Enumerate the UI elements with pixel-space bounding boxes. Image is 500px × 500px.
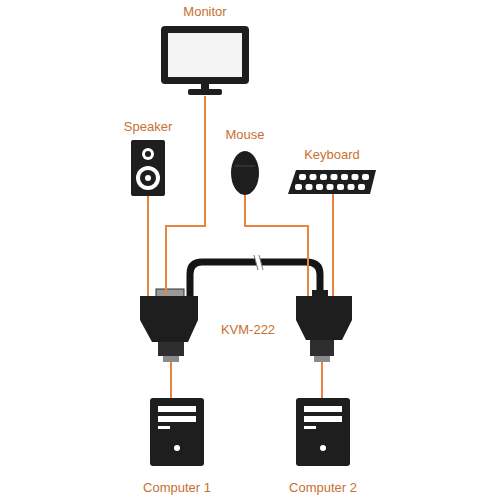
device-node: Computer 1: [150, 398, 204, 466]
vga-connector: [156, 289, 184, 297]
cable-break: [254, 255, 263, 270]
keyboard-icon: [288, 170, 376, 194]
cable-line: [321, 362, 323, 398]
cable-line: [245, 195, 308, 296]
device-label: Speaker: [124, 119, 172, 135]
keyboard-body: [288, 170, 376, 194]
power-button: [320, 445, 326, 451]
key: [358, 184, 365, 190]
speaker-icon: [131, 140, 165, 196]
key: [299, 174, 306, 180]
key: [320, 174, 327, 180]
key: [306, 184, 313, 190]
tower-case: [150, 398, 204, 466]
device-node: Mouse: [231, 151, 259, 195]
label-group: Monitor: [183, 4, 226, 20]
device-label: Computer 2: [289, 480, 357, 496]
mouse-body: [231, 151, 259, 195]
key: [310, 174, 317, 180]
break-mark: [259, 255, 263, 270]
computer-tower-icon: [150, 398, 204, 466]
kvm-cable: [190, 262, 320, 296]
device-node: Computer 2: [296, 398, 350, 466]
kvm-cable-assembly: [140, 255, 352, 362]
left-adapter-plug: [158, 342, 184, 356]
left-adapter-body: [140, 296, 198, 342]
drive-bay: [304, 406, 342, 412]
tweeter-cone: [145, 151, 151, 157]
label-group: KVM-222: [221, 322, 275, 338]
key: [337, 184, 344, 190]
tower-case: [296, 398, 350, 466]
mouse-icon: [231, 151, 259, 195]
monitor-base: [188, 89, 222, 95]
cable-line: [170, 362, 172, 398]
device-node: KVM-222: [138, 296, 354, 362]
key: [362, 174, 369, 180]
tweeter-ring: [142, 148, 154, 160]
drive-bay: [158, 416, 196, 422]
key: [352, 174, 359, 180]
keyboard-keys: [295, 174, 369, 190]
device-label: Mouse: [225, 127, 264, 143]
monitor-icon: [161, 26, 249, 95]
label-group: Speaker: [124, 119, 172, 135]
label-group: Computer 2: [289, 480, 357, 496]
label-group: Keyboard: [304, 147, 360, 163]
drive-bay: [158, 406, 196, 412]
key: [295, 184, 302, 190]
cable-collar: [312, 290, 328, 297]
drive-slot: [158, 426, 170, 429]
key: [331, 174, 338, 180]
device-label: KVM-222: [221, 322, 275, 338]
device-node: Monitor: [161, 26, 249, 96]
monitor-screen: [168, 33, 242, 77]
woofer-cap: [145, 175, 151, 181]
cable-line: [147, 196, 149, 296]
power-button: [174, 445, 180, 451]
woofer-ring: [136, 166, 160, 190]
label-group: Computer 1: [143, 480, 211, 496]
device-label: Monitor: [183, 4, 226, 20]
break-mark: [254, 255, 258, 270]
device-label: Keyboard: [304, 147, 360, 163]
key: [348, 184, 355, 190]
cable-line: [332, 194, 334, 296]
computer-tower-icon: [296, 398, 350, 466]
drive-slot: [304, 426, 316, 429]
right-adapter-plug: [310, 340, 334, 356]
left-plug-tip: [163, 356, 179, 362]
speaker-box: [131, 140, 165, 196]
right-adapter-body: [296, 296, 352, 340]
monitor-frame: [161, 26, 249, 84]
device-node: Keyboard: [288, 170, 376, 194]
key: [327, 184, 334, 190]
key: [341, 174, 348, 180]
device-label: Computer 1: [143, 480, 211, 496]
device-node: Speaker: [131, 140, 165, 196]
right-plug-tip: [314, 356, 330, 362]
key: [316, 184, 323, 190]
drive-bay: [304, 416, 342, 422]
mouse-button-line: [235, 166, 255, 167]
label-group: Mouse: [225, 127, 264, 143]
woofer-cone: [140, 170, 156, 186]
